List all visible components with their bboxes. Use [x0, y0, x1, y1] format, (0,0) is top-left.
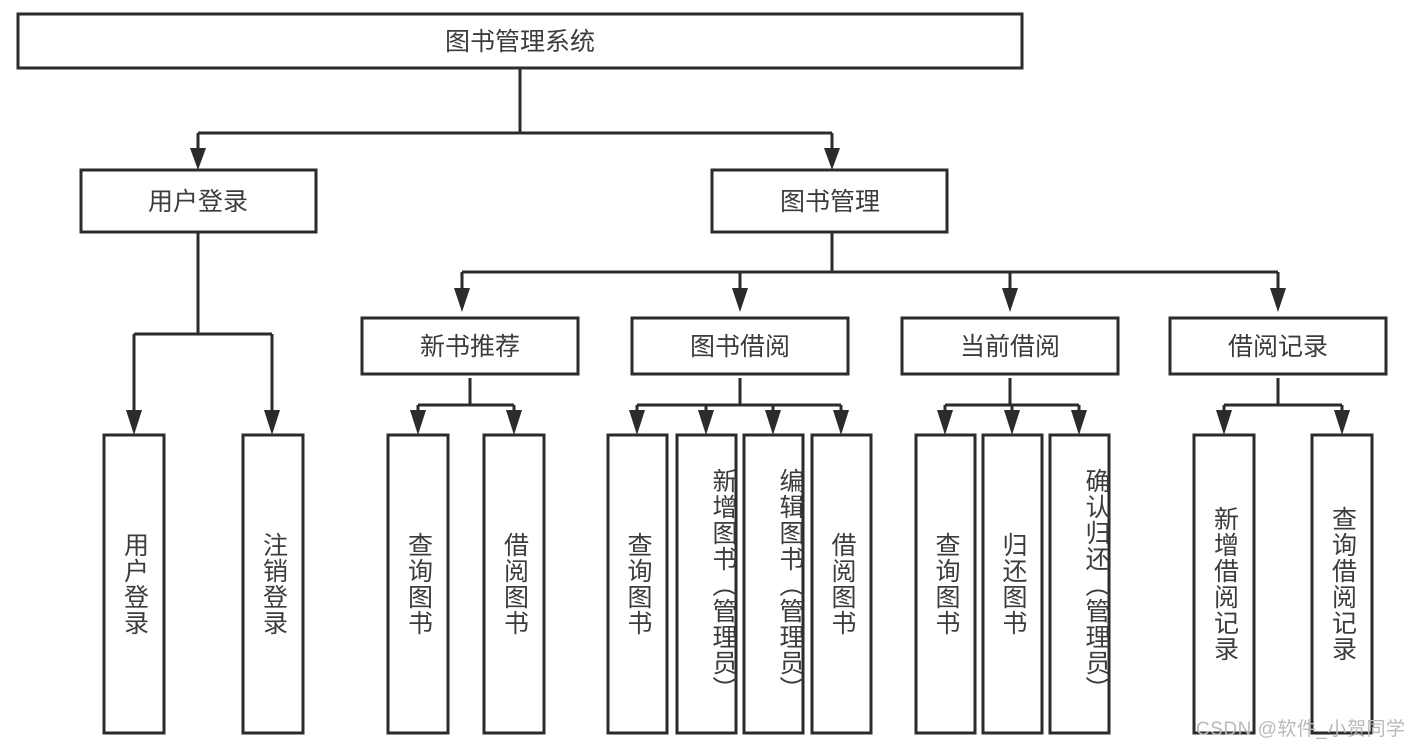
connector-group-root-to-level2	[190, 68, 840, 170]
node-box-leaf-borrow-edit[interactable]	[742, 433, 805, 735]
node-box-leaf-record-query[interactable]	[1310, 433, 1374, 735]
node-box-current-borrow[interactable]	[900, 316, 1120, 376]
connector-group-borrowrecord-to-leaves	[1216, 378, 1350, 435]
node-box-leaf-logout[interactable]	[241, 433, 305, 735]
arrow-head-bookborrow-leaf-4	[833, 410, 849, 435]
arrow-head-user-login	[190, 148, 206, 170]
arrow-head-newbook-leaf-1	[410, 410, 426, 435]
node-label-new-book-recommend: 新书推荐	[420, 333, 520, 361]
node-box-leaf-borrow-add[interactable]	[675, 433, 738, 735]
node-box-leaf-newbook-query[interactable]	[386, 433, 450, 735]
arrow-head-leaf-user-login	[126, 410, 142, 435]
watermark-text: CSDN @软件_小贺同学	[1196, 719, 1405, 740]
node-box-leaf-current-confirm[interactable]	[1048, 433, 1111, 735]
arrow-head-currentborrow-leaf-1	[937, 410, 953, 435]
node-label-root: 图书管理系统	[445, 28, 595, 56]
node-label-book-borrow: 图书借阅	[690, 333, 790, 361]
node-label-current-borrow: 当前借阅	[960, 333, 1060, 361]
node-box-leaf-current-return[interactable]	[981, 433, 1044, 735]
connector-group-bookmgmt-to-level3	[454, 232, 1286, 312]
node-box-user-login[interactable]	[79, 168, 318, 234]
connector-group-newbook-to-leaves	[410, 378, 522, 435]
arrow-head-newbook-leaf-2	[506, 410, 522, 435]
node-box-book-management[interactable]	[710, 168, 949, 234]
node-box-book-borrow[interactable]	[630, 316, 850, 376]
arrow-head-currentborrow-leaf-3	[1071, 410, 1087, 435]
node-box-leaf-current-query[interactable]	[914, 433, 977, 735]
node-box-leaf-newbook-borrow[interactable]	[482, 433, 546, 735]
arrow-head-borrowrecord-leaf-1	[1216, 410, 1232, 435]
node-box-leaf-borrow-lend[interactable]	[810, 433, 873, 735]
connector-group-currentborrow-to-leaves	[937, 378, 1087, 435]
node-box-leaf-borrow-query[interactable]	[606, 433, 669, 735]
arrow-head-book-mgmt	[824, 148, 840, 170]
arrow-head-bookborrow-leaf-2	[698, 410, 714, 435]
node-box-root[interactable]	[16, 12, 1024, 70]
node-box-leaf-record-add[interactable]	[1192, 433, 1256, 735]
node-label-borrow-record: 借阅记录	[1228, 333, 1328, 361]
node-box-leaf-user-login[interactable]	[102, 433, 166, 735]
connector-group-userlogin-to-leaves	[126, 232, 280, 435]
arrow-head-borrowrecord-leaf-2	[1334, 410, 1350, 435]
arrow-head-bookborrow-leaf-1	[629, 410, 645, 435]
node-box-new-book-recommend[interactable]	[360, 316, 580, 376]
arrow-head-bookborrow-leaf-3	[765, 410, 781, 435]
node-label-book-management: 图书管理	[780, 188, 880, 216]
arrow-head-leaf-logout	[264, 410, 280, 435]
arrow-head-new-book-recommend	[454, 288, 470, 312]
arrow-head-current-borrow	[1002, 288, 1018, 312]
connector-group-bookborrow-to-leaves	[629, 378, 849, 435]
arrow-head-borrow-record	[1270, 288, 1286, 312]
arrow-head-book-borrow	[732, 288, 748, 312]
node-box-borrow-record[interactable]	[1168, 316, 1388, 376]
node-label-user-login: 用户登录	[148, 188, 248, 216]
arrow-head-currentborrow-leaf-2	[1004, 410, 1020, 435]
